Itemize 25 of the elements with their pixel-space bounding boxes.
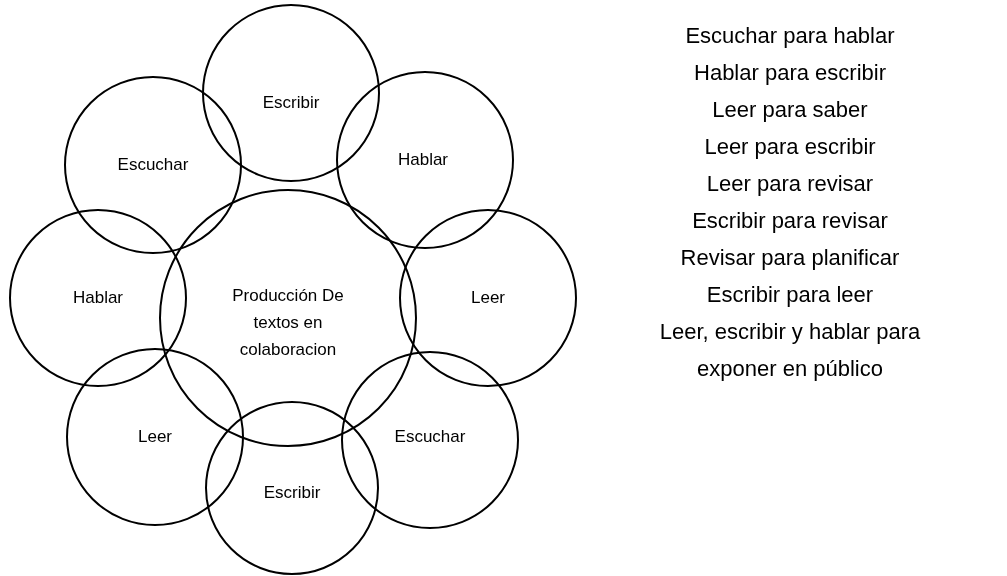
circle-label: Escribir: [262, 92, 320, 114]
text-line: Leer, escribir y hablar para exponer en público: [658, 318, 922, 383]
circle-outline: [336, 71, 514, 249]
circle-label: Producción De textos en colaboracion: [231, 284, 345, 361]
circle-outline: [205, 401, 379, 575]
circle-label: Escribir: [263, 482, 321, 504]
text-line: Escribir para leer: [706, 281, 874, 309]
text-line: Escuchar para hablar: [685, 22, 895, 50]
text-line: Hablar para escribir: [694, 59, 886, 87]
circle-outline: [9, 209, 187, 387]
circle-outline: [202, 4, 380, 182]
circle-label: Escuchar: [117, 154, 189, 176]
circle-outline: [64, 76, 242, 254]
text-line: Leer para saber: [712, 96, 868, 124]
text-line: Leer para escribir: [704, 133, 876, 161]
circle-label: Escuchar: [394, 426, 466, 448]
text-line: Revisar para planificar: [680, 244, 900, 272]
circle-outline: [399, 209, 577, 387]
circle-label: Hablar: [397, 149, 449, 171]
text-line: Escribir para revisar: [692, 207, 888, 235]
circle-label: Leer: [471, 287, 505, 309]
circle-label: Leer: [138, 426, 172, 448]
text-line: Leer para revisar: [706, 170, 874, 198]
circle-label: Hablar: [72, 287, 124, 309]
circle-outline: [341, 351, 519, 529]
